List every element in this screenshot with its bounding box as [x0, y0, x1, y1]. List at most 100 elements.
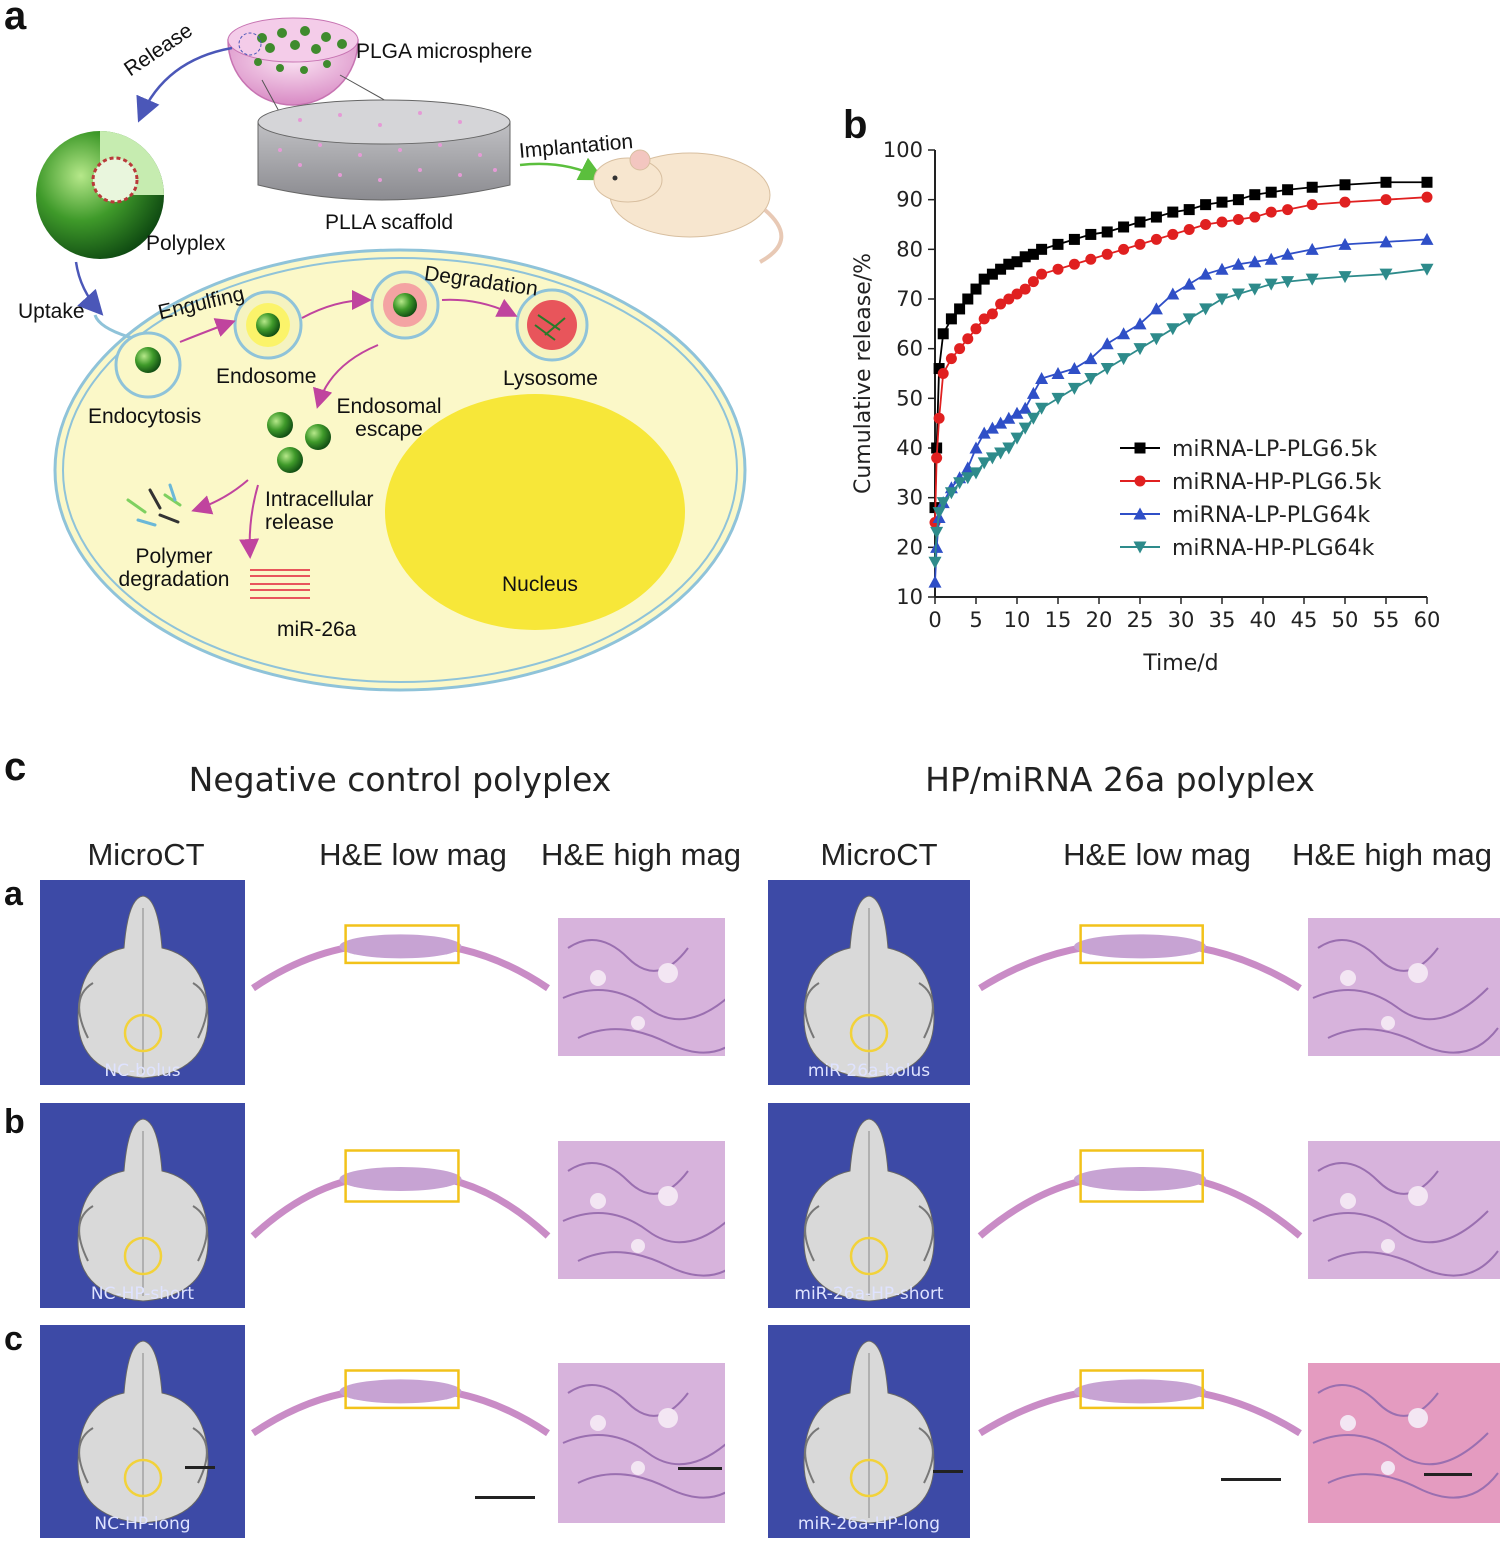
data-point [1199, 303, 1213, 316]
data-point [1264, 278, 1278, 291]
data-point [1051, 367, 1065, 379]
data-point [977, 457, 991, 470]
data-point [933, 412, 945, 424]
y-tick-label: 10 [896, 585, 923, 609]
x-axis-label: Time/d [1142, 651, 1218, 676]
data-point [1002, 411, 1016, 424]
microct-right-2: miR-26a-HP-short [768, 1103, 970, 1308]
data-point [1067, 382, 1081, 395]
data-point [1036, 268, 1048, 280]
data-point [1150, 211, 1162, 223]
data-point [1067, 362, 1081, 375]
label-mir26a: miR-26a [277, 618, 357, 641]
he-low-left-3 [248, 1365, 553, 1475]
data-point [945, 313, 957, 325]
he-low-right-3 [975, 1365, 1305, 1475]
label-polyplex: Polyplex [146, 232, 226, 255]
histology-texture [1312, 1384, 1499, 1499]
data-point [1084, 372, 1098, 385]
scale-bar [475, 1496, 535, 1499]
data-point [1068, 258, 1080, 270]
col-he-low-right: H&E low mag [1063, 837, 1251, 872]
row-letter-a: a [4, 875, 23, 913]
data-point [1133, 343, 1147, 356]
data-point [1339, 196, 1351, 208]
data-point [1182, 313, 1196, 326]
group-negative-control: Negative control polyplex [188, 760, 612, 799]
data-point [1052, 238, 1064, 250]
scale-bar [678, 1467, 722, 1470]
data-point [962, 293, 974, 305]
legend-marker [1134, 442, 1146, 454]
data-point [1101, 226, 1113, 238]
label-endosome: Endosome [216, 365, 317, 388]
tissue-section [978, 1369, 1302, 1437]
microct-right-1: miR-26a-bolus [768, 880, 970, 1085]
data-point [962, 333, 974, 345]
data-point [1339, 179, 1351, 191]
data-point [930, 526, 944, 539]
col-microct-right: MicroCT [820, 837, 938, 872]
y-tick-label: 80 [896, 237, 923, 261]
legend-marker [1134, 475, 1146, 487]
data-point [1011, 256, 1023, 268]
row-letter-b: b [4, 1103, 25, 1141]
rat-illustration [593, 149, 784, 264]
data-point [1085, 228, 1097, 240]
data-point [978, 273, 990, 285]
microct-caption: NC-HP-short [90, 1284, 195, 1304]
skull-render [803, 1340, 935, 1524]
data-point [1306, 199, 1318, 211]
he-low-left-1 [248, 920, 553, 1030]
scale-bar [1424, 1473, 1472, 1476]
data-point [1338, 237, 1352, 250]
data-point [1035, 371, 1049, 384]
data-point [1305, 273, 1319, 286]
data-point [1167, 206, 1179, 218]
label-escape: escape [355, 418, 423, 441]
y-axis-label: Cumulative release/% [851, 253, 876, 494]
x-tick-label: 5 [969, 608, 982, 632]
nucleus [385, 394, 685, 630]
col-he-high-right: H&E high mag [1292, 837, 1492, 872]
microct-caption: NC-HP-long [94, 1514, 191, 1534]
data-point [1282, 204, 1294, 216]
data-point [1018, 422, 1032, 435]
data-point [1338, 271, 1352, 284]
data-point [985, 421, 999, 434]
data-point [1010, 432, 1024, 445]
data-point [1421, 176, 1433, 188]
panel-b-letter: b [843, 103, 868, 147]
data-point [1010, 406, 1024, 419]
data-point [1036, 243, 1048, 255]
data-point [1134, 216, 1146, 228]
panel-a-letter: a [4, 0, 27, 38]
data-point [931, 452, 943, 464]
row-letter-c: c [4, 1320, 23, 1358]
microct-caption: miR-26a-bolus [807, 1061, 931, 1081]
col-he-low-left: H&E low mag [319, 837, 507, 872]
data-point [1117, 327, 1131, 340]
data-point [1011, 288, 1023, 300]
data-point [970, 283, 982, 295]
data-point [1265, 186, 1277, 198]
data-point [1027, 248, 1039, 260]
data-point [1249, 211, 1261, 223]
data-point [1100, 363, 1114, 376]
data-point [1133, 317, 1147, 330]
data-point [937, 328, 949, 340]
data-point [1200, 219, 1212, 230]
data-point [1035, 402, 1049, 415]
skull-render [803, 895, 935, 1079]
data-point [961, 461, 975, 474]
data-point [1149, 333, 1163, 346]
data-point [969, 467, 983, 480]
microct-left-1: NC-bolus [40, 880, 245, 1085]
data-point [1200, 199, 1212, 211]
data-point [928, 556, 942, 569]
label-endosomal: Endosomal [336, 395, 442, 418]
data-point [1019, 283, 1031, 295]
data-point [1265, 206, 1277, 218]
data-point [1248, 255, 1262, 268]
